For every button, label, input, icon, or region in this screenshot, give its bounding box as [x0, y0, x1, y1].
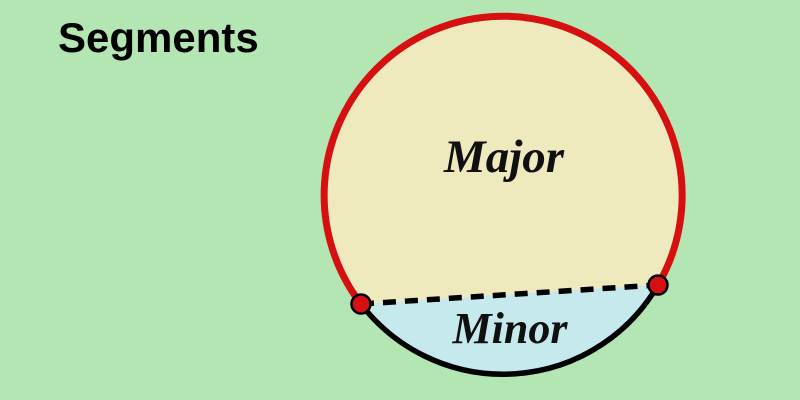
minor-segment-label: Minor	[452, 304, 569, 353]
major-segment	[324, 16, 683, 304]
minor-arc	[358, 282, 661, 377]
major-segment-label: Major	[443, 131, 565, 183]
chord-endpoint-dot-left	[350, 293, 372, 315]
chord-endpoint-dot-right	[647, 274, 669, 296]
minor-segment	[361, 285, 658, 375]
major-arc	[320, 12, 686, 308]
page-title: Segments	[58, 14, 259, 61]
chord-line	[360, 282, 659, 307]
